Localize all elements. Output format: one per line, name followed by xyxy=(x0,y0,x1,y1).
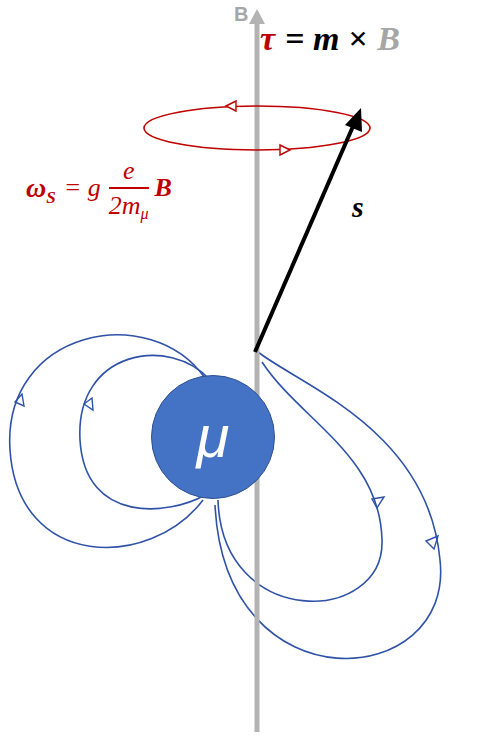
torque-symbol: τ xyxy=(260,20,275,58)
fraction: e 2mμ xyxy=(109,156,149,221)
equation-text: = m × xyxy=(285,20,367,58)
muon-symbol: μ xyxy=(197,407,230,467)
denominator: 2mμ xyxy=(109,191,149,221)
axis-label: B xyxy=(234,3,248,26)
omega-symbol: ω xyxy=(26,172,46,204)
equation-text: = g xyxy=(64,173,101,203)
fraction-bar xyxy=(109,187,149,189)
numerator: e xyxy=(123,156,135,186)
field-lines xyxy=(10,335,441,659)
field-arrowhead xyxy=(15,394,24,406)
torque-equation: τ = m × B xyxy=(260,20,400,58)
subscript: μ xyxy=(141,205,149,223)
field-symbol: B xyxy=(155,173,172,203)
orbit-arrowhead xyxy=(280,145,290,155)
axis-label-group: B xyxy=(234,3,248,26)
spin-arrowhead xyxy=(345,108,362,132)
frequency-equation: ωS = g e 2mμB xyxy=(26,156,172,221)
b-axis xyxy=(255,22,260,732)
field-arrowhead xyxy=(426,536,438,549)
spin-label-group: s xyxy=(352,190,364,224)
field-arrowhead xyxy=(84,398,93,410)
omega-group: ωS xyxy=(26,172,56,204)
precession-orbit xyxy=(144,106,370,150)
field-arrowhead xyxy=(372,497,384,508)
subscript: S xyxy=(46,188,55,208)
orbit-arrowhead xyxy=(226,101,236,111)
field-symbol: B xyxy=(377,20,400,58)
spin-vector xyxy=(255,124,354,352)
spin-label: s xyxy=(352,190,364,224)
muon-circle: μ xyxy=(151,375,275,499)
denominator-text: 2m xyxy=(109,191,141,221)
